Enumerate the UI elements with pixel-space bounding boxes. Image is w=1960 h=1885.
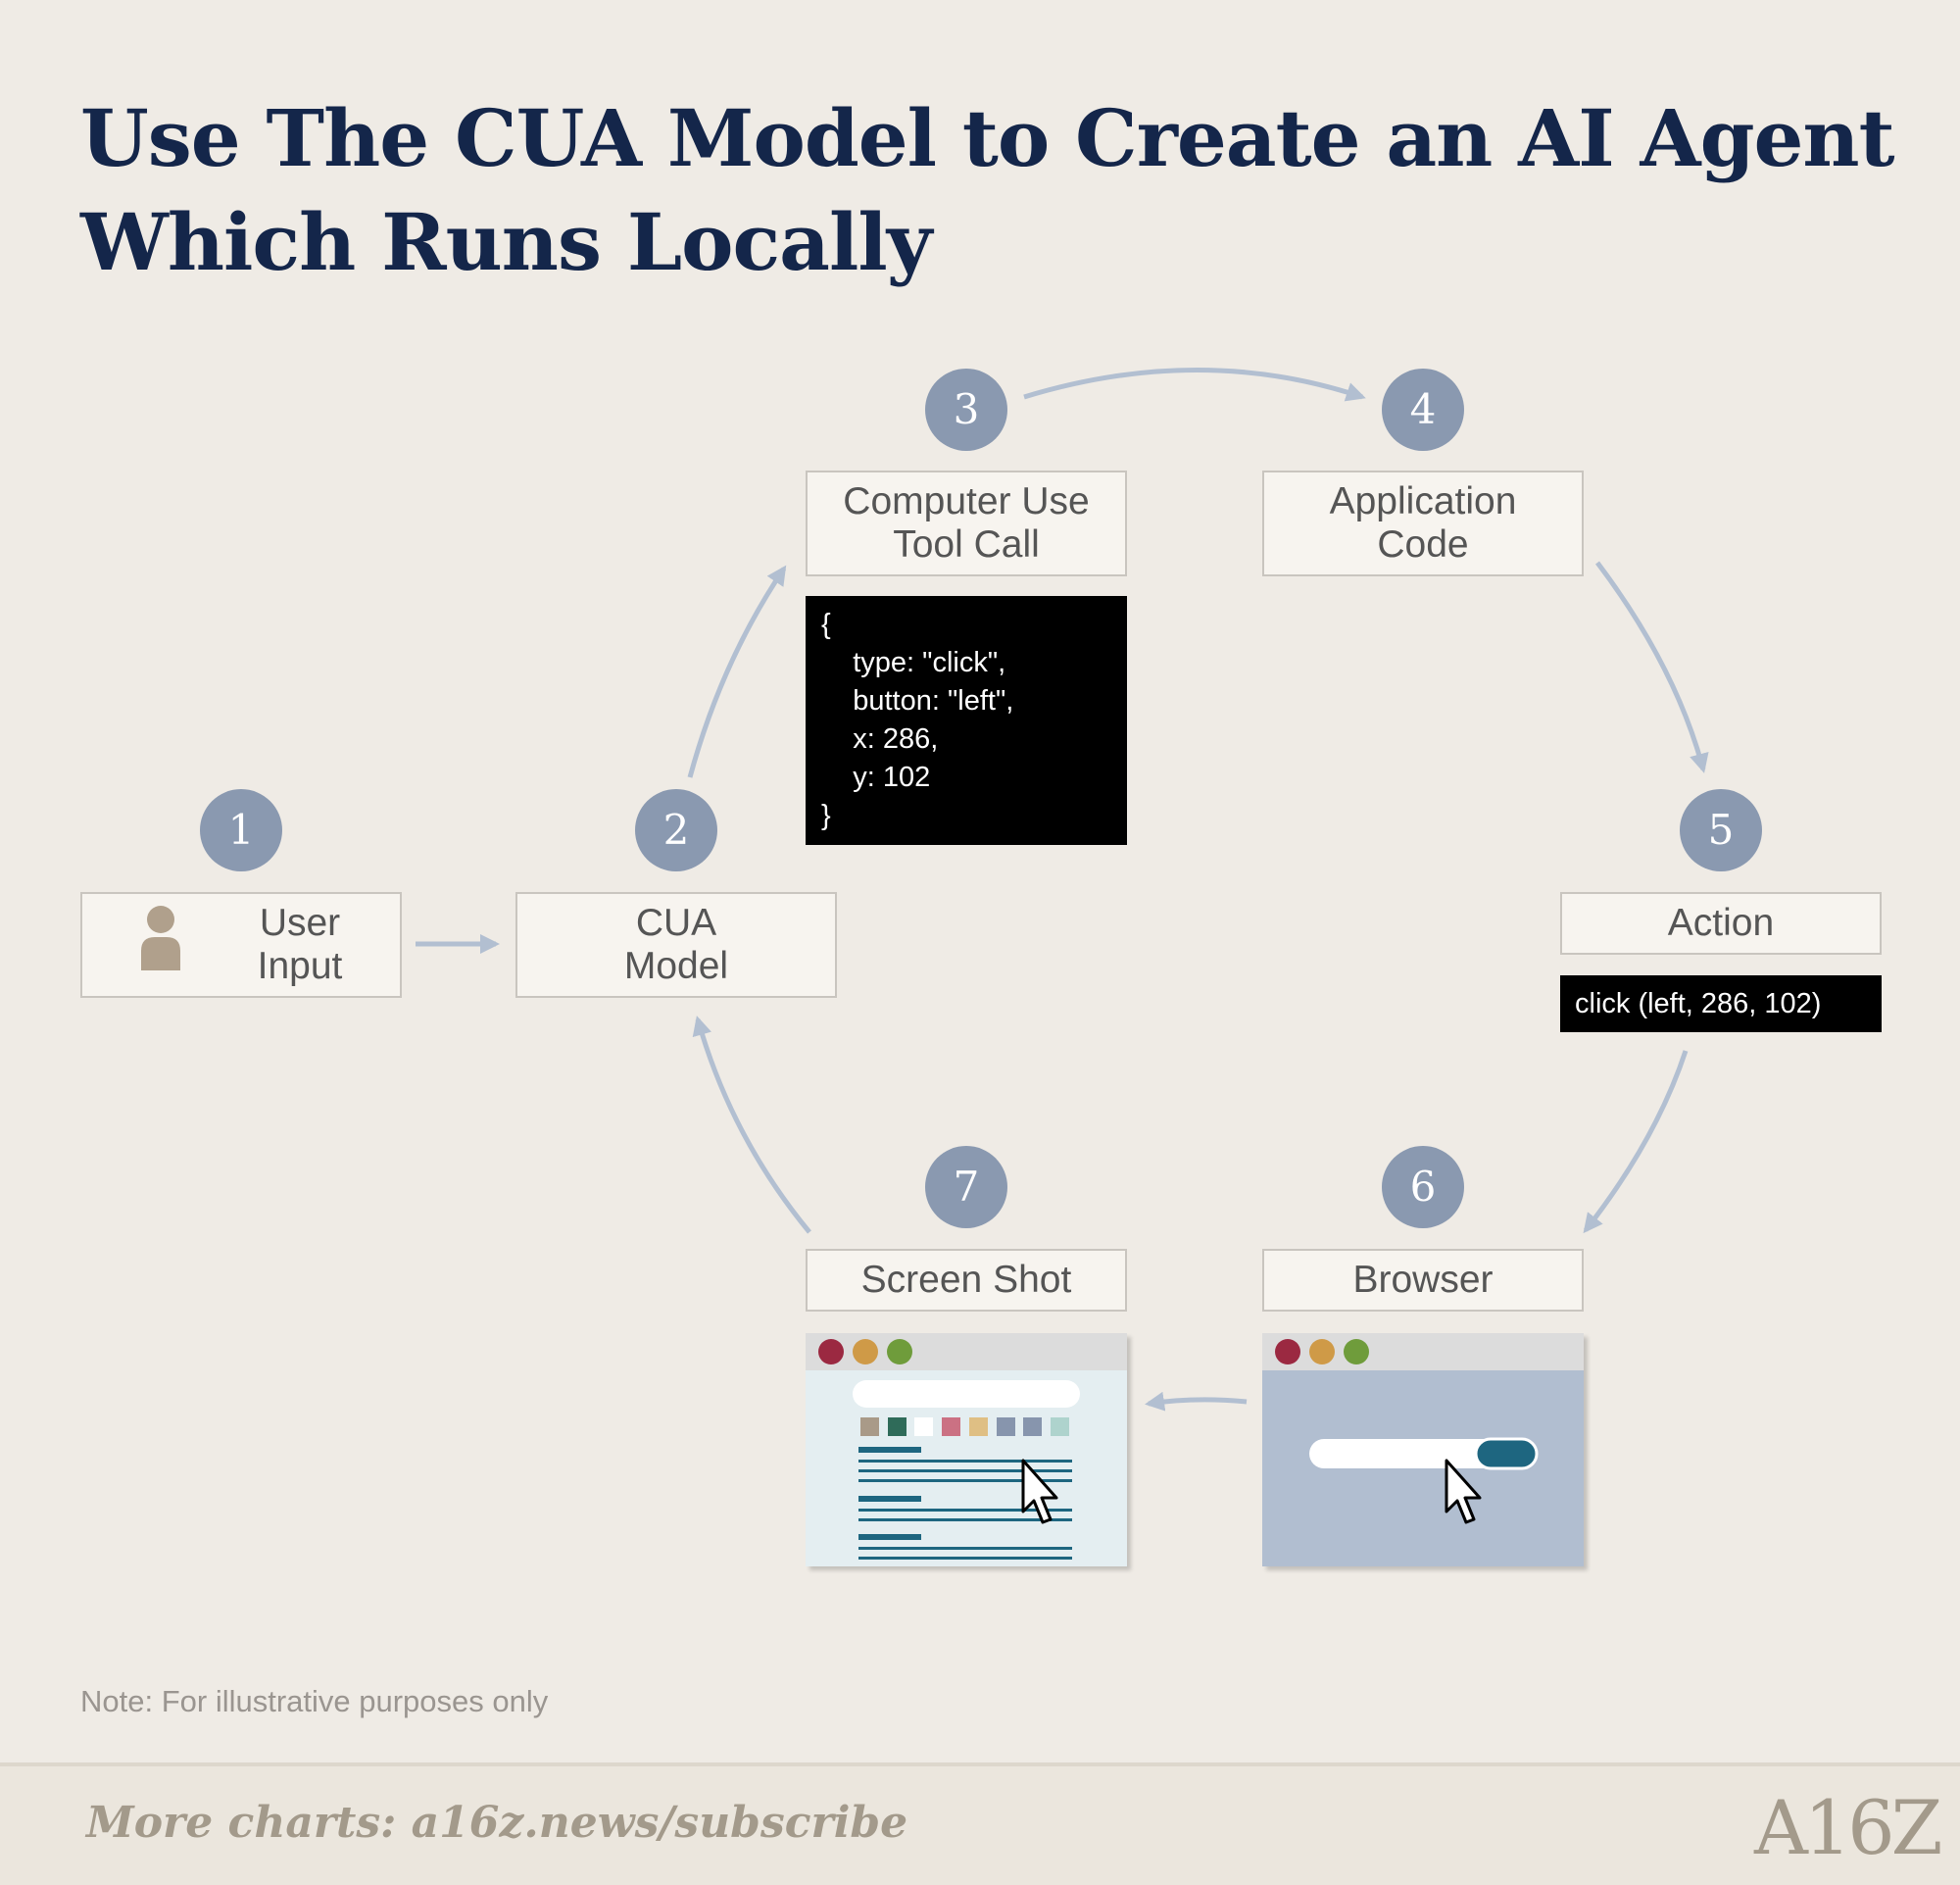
step-3-label-line1: Computer Use bbox=[843, 480, 1090, 522]
step-7-screen-shot-box: Screen Shot bbox=[806, 1249, 1127, 1312]
step-1-label-line2: Input bbox=[257, 945, 343, 987]
step-2-label-line1: CUA bbox=[635, 902, 717, 944]
footer-subscribe-link[interactable]: More charts: a16z.news/subscribe bbox=[86, 1798, 908, 1848]
step-4-label-line2: Code bbox=[1377, 523, 1469, 566]
window-close-dot bbox=[1275, 1339, 1300, 1364]
title-line-2: Which Runs Locally bbox=[80, 196, 932, 288]
page-title: Use The CUA Model to Create an AI Agent … bbox=[80, 86, 1895, 294]
window-maximize-dot bbox=[1344, 1339, 1369, 1364]
tool-call-code-block: { type: "click", button: "left", x: 286,… bbox=[806, 596, 1127, 845]
text-lines bbox=[858, 1447, 1072, 1560]
code-line: } bbox=[821, 800, 831, 831]
footnote: Note: For illustrative purposes only bbox=[80, 1684, 549, 1718]
arrow-5-to-6 bbox=[1583, 1050, 1689, 1234]
step-6-badge: 6 bbox=[1382, 1146, 1464, 1228]
step-7-label: Screen Shot bbox=[860, 1259, 1072, 1301]
arrow-7-to-2 bbox=[692, 1016, 811, 1234]
window-minimize-dot bbox=[853, 1339, 878, 1364]
window-minimize-dot bbox=[1309, 1339, 1335, 1364]
color-swatches bbox=[860, 1417, 1069, 1436]
title-line-1: Use The CUA Model to Create an AI Agent bbox=[80, 92, 1895, 184]
step-2-badge: 2 bbox=[635, 789, 717, 871]
arrow-2-to-3 bbox=[687, 565, 787, 778]
cursor-icon bbox=[1445, 1459, 1482, 1524]
arrow-4-to-5 bbox=[1595, 561, 1709, 773]
code-line: type: "click", bbox=[821, 647, 1006, 678]
browser-window-illustration bbox=[1262, 1333, 1584, 1566]
step-6-label: Browser bbox=[1352, 1259, 1494, 1301]
step-3-tool-call-box: Computer Use Tool Call bbox=[806, 471, 1127, 576]
step-4-label-line1: Application bbox=[1329, 480, 1517, 522]
step-2-cua-model-box: CUA Model bbox=[515, 892, 837, 998]
window-maximize-dot bbox=[887, 1339, 912, 1364]
step-4-badge: 4 bbox=[1382, 369, 1464, 451]
step-1-badge: 1 bbox=[200, 789, 282, 871]
a16z-logo: A16Z bbox=[1754, 1784, 1942, 1871]
screenshot-window-illustration bbox=[806, 1333, 1127, 1566]
step-2-label-line2: Model bbox=[623, 945, 729, 987]
code-line: button: "left", bbox=[821, 685, 1014, 717]
step-5-action-box: Action bbox=[1560, 892, 1882, 955]
screenshot-search-bar bbox=[853, 1380, 1080, 1408]
step-5-label: Action bbox=[1667, 902, 1775, 944]
step-4-application-code-box: Application Code bbox=[1262, 471, 1584, 576]
window-close-dot bbox=[818, 1339, 844, 1364]
code-line: y: 102 bbox=[821, 762, 931, 793]
code-line: { bbox=[821, 609, 831, 640]
action-command: click (left, 286, 102) bbox=[1560, 975, 1882, 1032]
step-3-badge: 3 bbox=[925, 369, 1007, 451]
step-7-badge: 7 bbox=[925, 1146, 1007, 1228]
code-line: x: 286, bbox=[821, 723, 939, 755]
arrow-6-to-7 bbox=[1145, 1391, 1248, 1412]
step-1-label-line1: User bbox=[259, 902, 341, 944]
footer-band bbox=[0, 1762, 1960, 1885]
step-3-label-line2: Tool Call bbox=[893, 523, 1040, 566]
step-6-browser-box: Browser bbox=[1262, 1249, 1584, 1312]
step-1-user-input-box: User Input bbox=[80, 892, 402, 998]
user-icon bbox=[141, 906, 180, 970]
browser-search-button bbox=[1474, 1437, 1539, 1470]
arrow-3-to-4 bbox=[1023, 368, 1366, 402]
step-5-badge: 5 bbox=[1680, 789, 1762, 871]
cursor-icon bbox=[1021, 1459, 1058, 1524]
